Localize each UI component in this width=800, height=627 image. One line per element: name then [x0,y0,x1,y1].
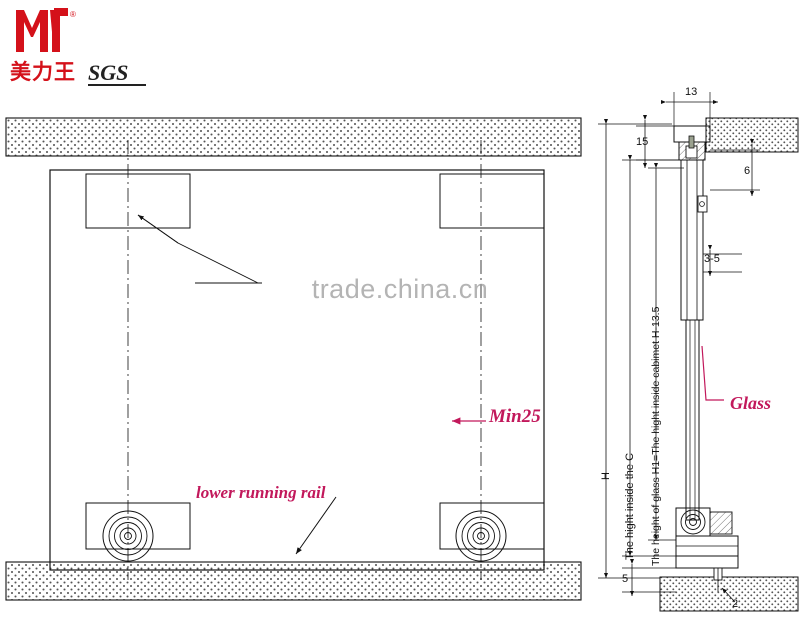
dim-bottom-offset: 5 [622,573,629,585]
mlw-monogram-icon [16,8,68,52]
dim-top-width: 13 [685,86,698,98]
front-view [5,117,582,601]
label-min25: Min25 [489,406,541,427]
label-h-main: H [600,472,612,480]
section-view [598,92,799,612]
label-height-of-glass: The height of glass H1=The hight inside … [650,306,662,566]
registered-mark: ® [70,10,76,19]
bottom-beam [5,561,582,601]
dim-top-offset: 15 [636,136,649,148]
label-lower-running-rail: lower running rail [196,483,326,502]
brand-name-cn: 美力王 [10,60,76,84]
label-height-inside-cabinet: The hight inside the C [624,452,636,560]
dim-gap: 3-5 [704,253,720,265]
top-beam [5,117,582,157]
dim-bottom-small: 2 [732,598,739,610]
sgs-certification-label: SGS [88,60,129,85]
label-glass: Glass [730,393,772,413]
sgs-underline [88,84,146,86]
brand-logo: ® 美力王 SGS [8,4,158,94]
dim-right-offset: 6 [744,165,751,177]
